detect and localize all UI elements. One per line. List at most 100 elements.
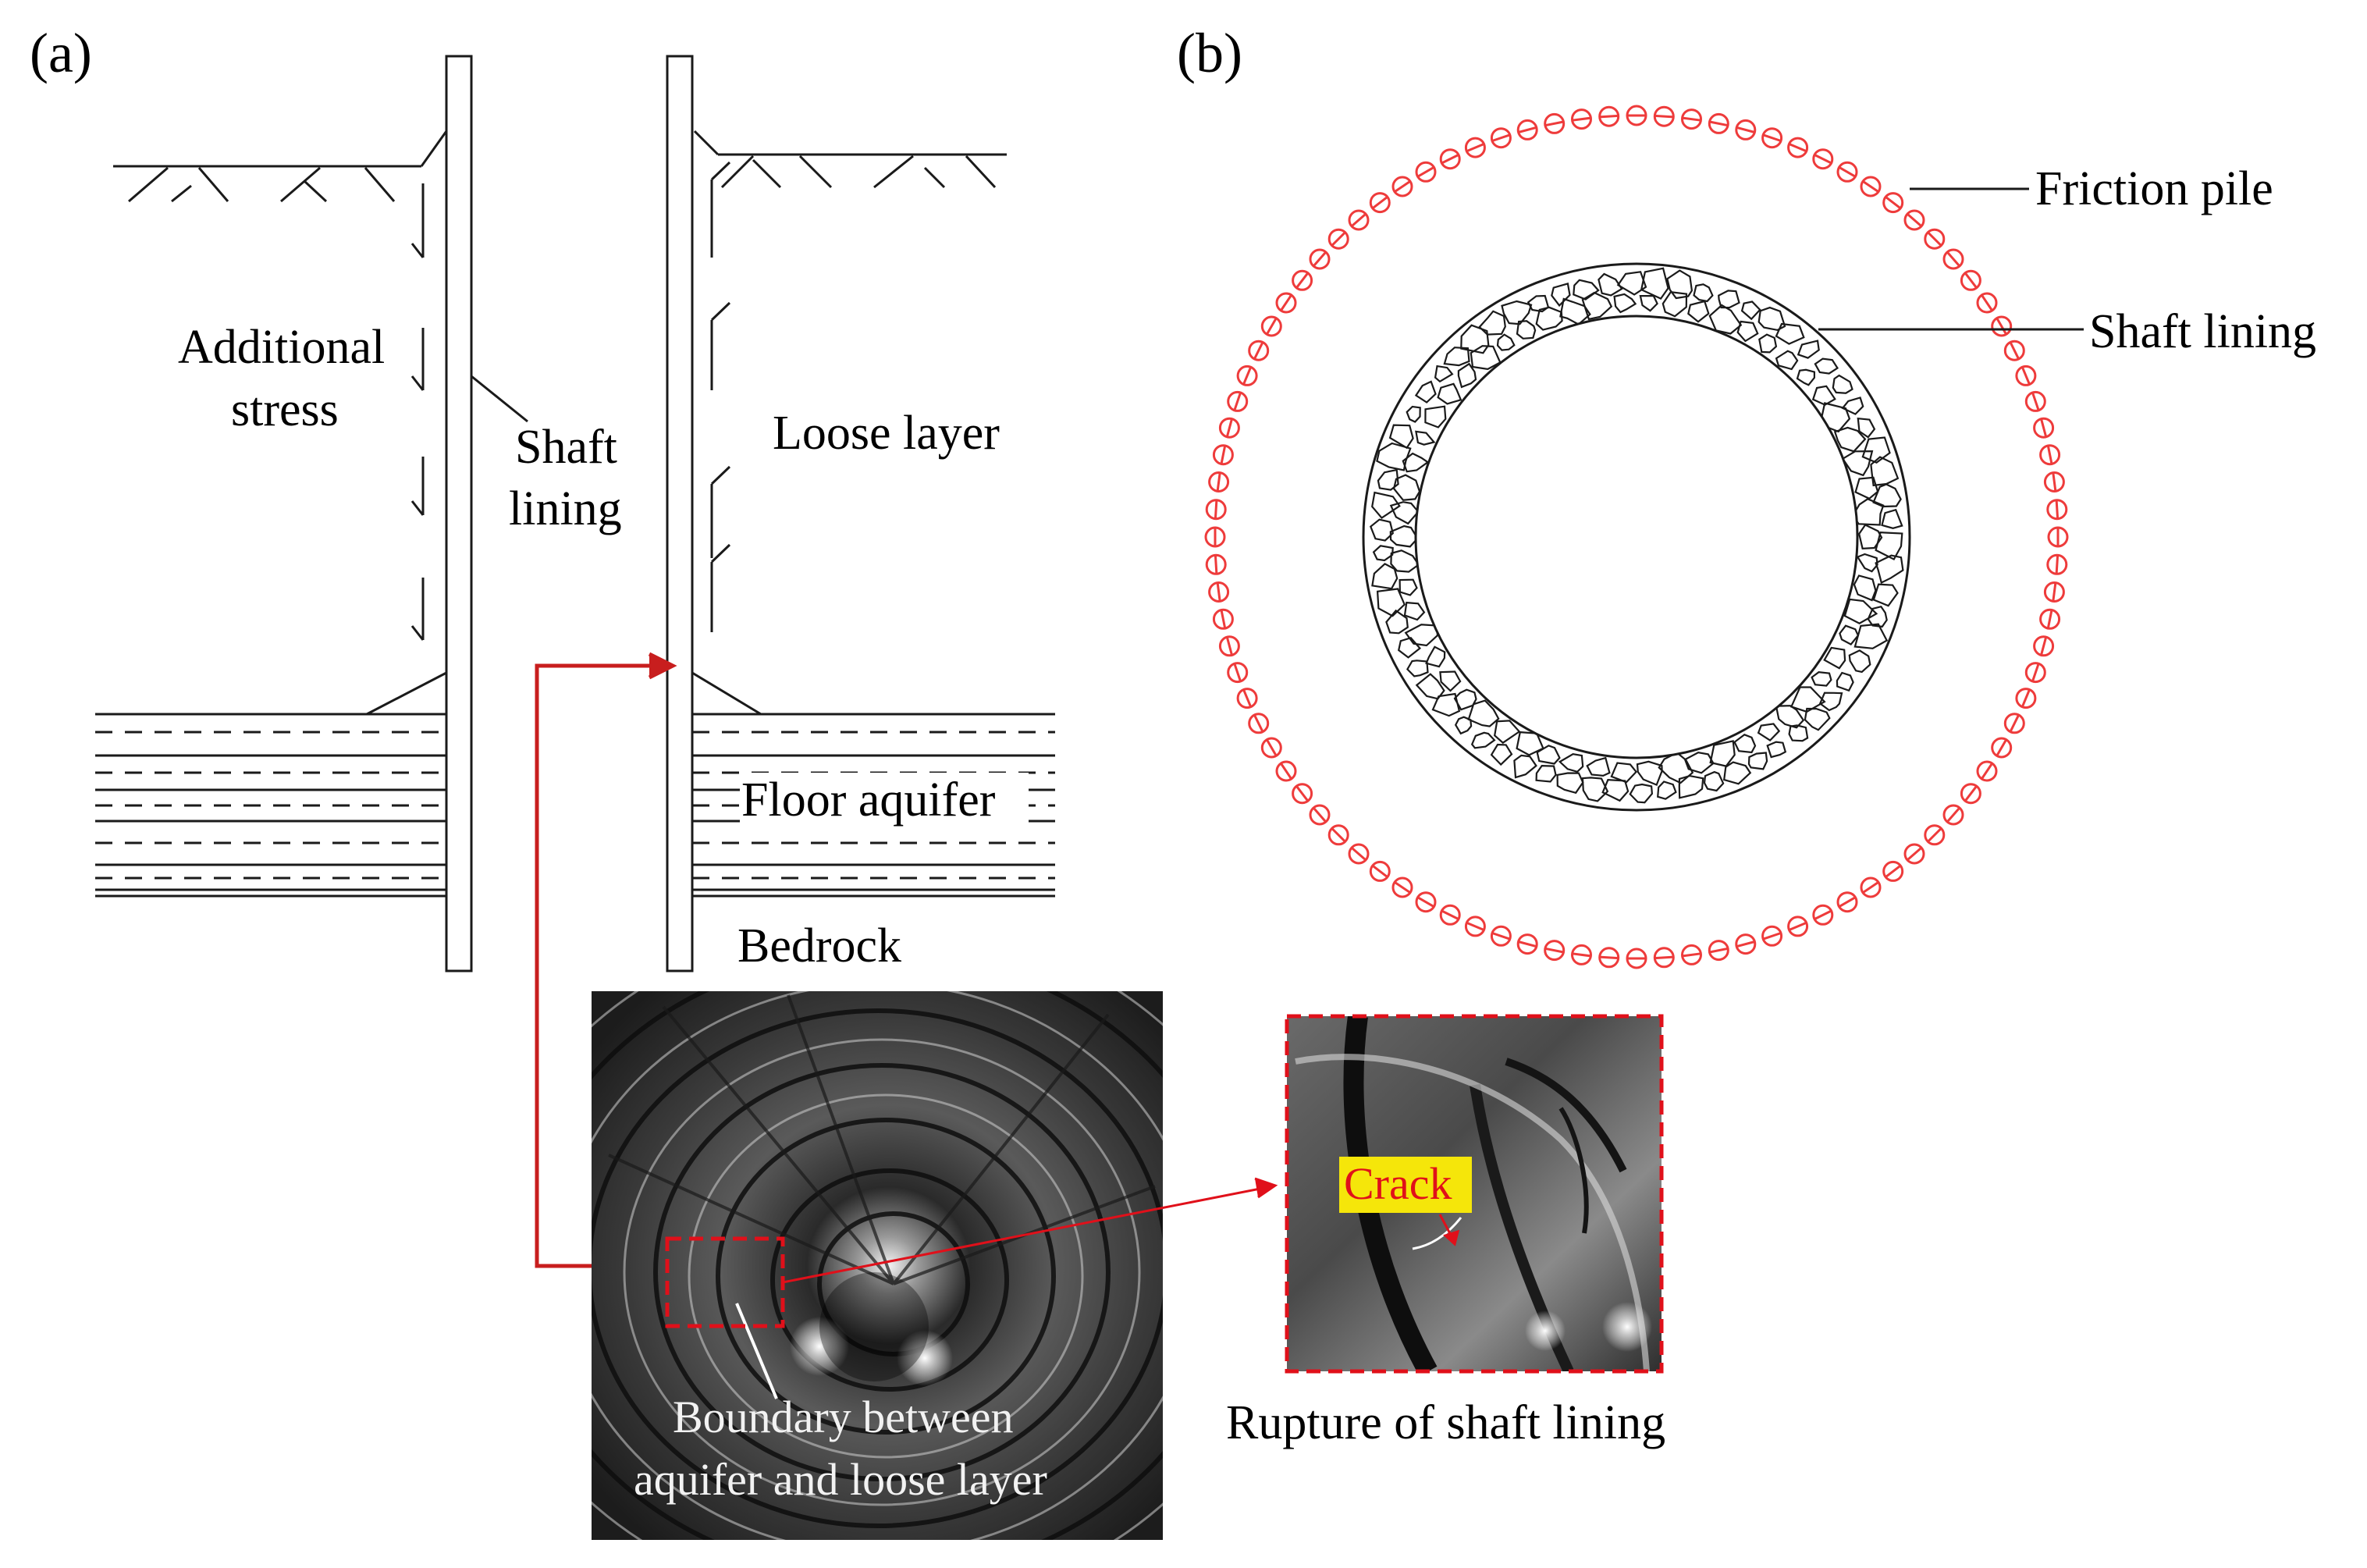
aggregate-stone xyxy=(1402,452,1430,473)
friction-pile-tangent xyxy=(2020,689,2031,708)
friction-pile-tangent xyxy=(1350,846,1367,862)
aggregate-stone xyxy=(1629,783,1654,804)
friction-pile-tangent xyxy=(1599,955,1619,960)
additional-stress-label-1: Additional xyxy=(178,321,385,374)
friction-pile-tangent xyxy=(1814,154,1832,165)
friction-pile-tangent xyxy=(1599,114,1619,119)
aggregate-stone xyxy=(1848,649,1871,674)
friction-pile-tangent xyxy=(1371,864,1388,878)
aggregate-stone xyxy=(1536,745,1561,765)
aggregate-stone xyxy=(1558,753,1584,773)
friction-pile-tangent xyxy=(1682,116,1701,122)
friction-pile-tangent xyxy=(1295,272,1310,289)
friction-pile-tangent xyxy=(2009,341,2020,360)
aggregate-stone xyxy=(1775,705,1805,729)
ground-surface xyxy=(113,130,1007,203)
rupture-caption: Rupture of shaft lining xyxy=(1226,1396,1665,1449)
friction-pile-tangent xyxy=(1736,126,1755,133)
aggregate-stone xyxy=(1494,720,1521,745)
aggregate-stone xyxy=(1371,563,1399,590)
shaft-wall-left xyxy=(445,55,473,972)
friction-pile-tangent xyxy=(1518,940,1537,948)
aggregate-stone xyxy=(1437,382,1462,405)
aggregate-stone xyxy=(1586,756,1611,777)
aggregate-stone xyxy=(1662,291,1688,318)
crack-pointer xyxy=(1438,1214,1460,1246)
friction-pile-tangent xyxy=(1416,896,1435,908)
aggregate-stone xyxy=(1490,743,1513,766)
friction-pile-tangent xyxy=(2040,418,2048,438)
shaft-lining-label-2: lining xyxy=(509,482,622,535)
shaft-lining-b-label: Shaft lining xyxy=(2089,305,2316,358)
friction-pile-tangent xyxy=(1946,251,1961,267)
crack-label: Crack xyxy=(1344,1158,1452,1209)
friction-pile-tangent xyxy=(1518,126,1537,133)
friction-pile-tangent xyxy=(1466,143,1484,153)
photo-caption-line-1: Boundary between xyxy=(673,1392,1013,1442)
friction-pile-tangent xyxy=(2046,445,2053,464)
aggregate-stone xyxy=(1431,692,1461,717)
aggregate-stone xyxy=(1424,405,1447,428)
aggregate-stone xyxy=(1758,333,1778,354)
aggregate-stone xyxy=(1636,760,1663,787)
panel-b-label: (b) xyxy=(1177,22,1242,84)
aggregate-stone xyxy=(1823,646,1846,670)
friction-pile-tangent xyxy=(1654,955,1674,960)
aggregate-stone xyxy=(1616,271,1647,296)
aggregate-stone xyxy=(1814,357,1839,375)
aggregate-stone xyxy=(1610,762,1638,784)
aggregate-stone xyxy=(1478,310,1506,336)
friction-pile-tangent xyxy=(1331,231,1346,247)
aggregate-stone xyxy=(1390,549,1420,573)
aggregate-stone xyxy=(1788,724,1809,742)
aggregate-stone xyxy=(1406,405,1421,423)
friction-pile-tangent xyxy=(1394,180,1411,193)
friction-pile-ring xyxy=(1204,105,2069,969)
additional-stress-arrows xyxy=(410,161,731,641)
aggregate-stone xyxy=(1385,609,1409,635)
aggregate-stone xyxy=(1376,588,1406,617)
aggregate-stone xyxy=(1854,476,1879,500)
friction-pile-tangent xyxy=(1838,166,1857,178)
aggregate-stone xyxy=(1839,624,1860,646)
aggregate-stone xyxy=(1708,304,1743,335)
aggregate-stone xyxy=(1443,347,1470,367)
aggregate-stone xyxy=(1467,699,1500,727)
friction-pile-tangent xyxy=(1266,738,1278,757)
friction-pile-tangent xyxy=(1233,392,1242,411)
friction-pile-tangent xyxy=(1996,317,2007,336)
aggregate-stone xyxy=(1718,290,1740,309)
aggregate-stone xyxy=(1392,474,1421,501)
aggregate-stone xyxy=(1804,707,1831,731)
aggregate-stone xyxy=(1377,468,1399,491)
friction-pile-tangent xyxy=(2052,472,2057,492)
friction-pile-tangent xyxy=(1927,231,1942,247)
aggregate-stone xyxy=(1457,362,1477,389)
aggregate-stone xyxy=(1513,754,1537,779)
friction-pile-tangent xyxy=(1572,952,1591,958)
aggregate-stone xyxy=(1535,764,1557,783)
friction-pile-tangent xyxy=(1216,582,1221,602)
aggregate-stone xyxy=(1425,645,1446,668)
friction-pile-tangent xyxy=(1544,120,1564,127)
aggregate-stone xyxy=(1872,483,1902,508)
photo-caption-line-2: aquifer and loose layer xyxy=(634,1454,1047,1505)
aggregate-stone xyxy=(1389,501,1420,525)
aggregate-stone xyxy=(1870,456,1900,487)
friction-pile-tangent xyxy=(2055,555,2060,574)
boundary-connector xyxy=(535,652,677,1268)
tunnel-photo: Boundary between aquifer and loose layer xyxy=(592,991,1163,1540)
aggregate-stone xyxy=(1434,364,1454,383)
aggregate-stone xyxy=(1666,269,1694,300)
friction-pile-tangent xyxy=(1838,896,1857,908)
friction-pile-tangent xyxy=(2046,610,2053,629)
friction-pile-tangent xyxy=(1789,143,1807,153)
aggregate-stone xyxy=(1875,532,1903,561)
aggregate-stone xyxy=(1693,283,1714,303)
aggregate-stone xyxy=(1372,545,1394,562)
friction-pile-tangent xyxy=(1946,807,1961,823)
aggregate-stone xyxy=(1371,491,1401,520)
friction-pile-tangent xyxy=(1907,846,1923,862)
friction-pile-tangent xyxy=(1242,689,1253,708)
aggregate-stone xyxy=(1766,741,1787,759)
